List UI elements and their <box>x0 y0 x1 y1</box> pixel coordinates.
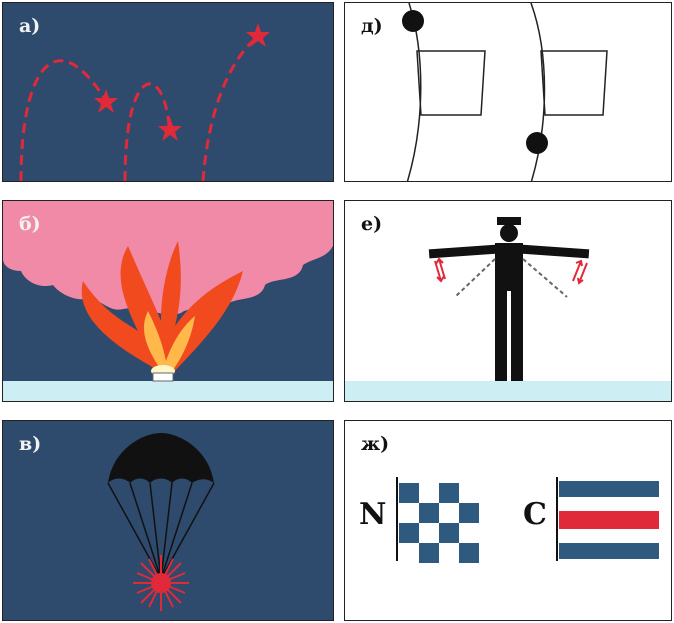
signal-flags-illustration <box>396 477 659 563</box>
sailor-figure-icon <box>428 217 590 381</box>
flag-c-icon <box>559 481 659 559</box>
arrow-down-right-icon <box>577 262 588 285</box>
rocket-trail-3 <box>201 37 256 181</box>
flag-c-letter: C <box>523 497 547 532</box>
panel-a-rockets: а) <box>2 2 334 182</box>
flag-right-icon <box>540 50 608 116</box>
sailor-semaphore-illustration <box>345 217 671 401</box>
star-icon <box>158 117 182 141</box>
panel-a-label: а) <box>19 15 41 37</box>
flare-canister <box>152 372 174 382</box>
panel-b-smoke-flare: б) <box>2 200 334 402</box>
flare-light-icon <box>151 573 171 593</box>
panel-d-flag-signal: д) <box>344 2 672 182</box>
panel-zh-label: ж) <box>361 433 390 455</box>
flag-n-icon <box>399 483 499 563</box>
rocket-trail-1 <box>19 59 108 181</box>
flag-left-icon <box>416 50 486 116</box>
flag-ball-illustration <box>402 3 608 181</box>
water-surface <box>3 381 333 401</box>
star-icon <box>94 89 118 113</box>
parachute-illustration <box>107 433 215 611</box>
panel-v-parachute-flare: в) <box>2 420 334 621</box>
arrow-up-left-icon <box>435 257 446 280</box>
panel-e-semaphore: е) <box>344 200 672 402</box>
flag-n-letter: N <box>359 497 387 532</box>
ground-surface <box>345 381 671 401</box>
panel-b-label: б) <box>19 213 41 235</box>
ball-top-icon <box>402 10 424 32</box>
ball-bottom-icon <box>526 132 548 154</box>
panel-e-label: е) <box>361 213 383 235</box>
mast-line-right <box>530 3 546 181</box>
star-icon <box>246 23 270 47</box>
arrow-down-left-icon <box>434 260 445 283</box>
rocket-trail-2 <box>123 82 171 181</box>
rocket-trajectories <box>19 23 270 181</box>
panel-zh-signal-flags: ж) N C <box>344 420 672 621</box>
arrow-up-right-icon <box>572 259 583 282</box>
smoke-flare-illustration <box>3 201 333 401</box>
parachute-canopy-icon <box>108 433 214 483</box>
panel-v-label: в) <box>19 433 42 455</box>
panel-d-label: д) <box>361 15 383 37</box>
